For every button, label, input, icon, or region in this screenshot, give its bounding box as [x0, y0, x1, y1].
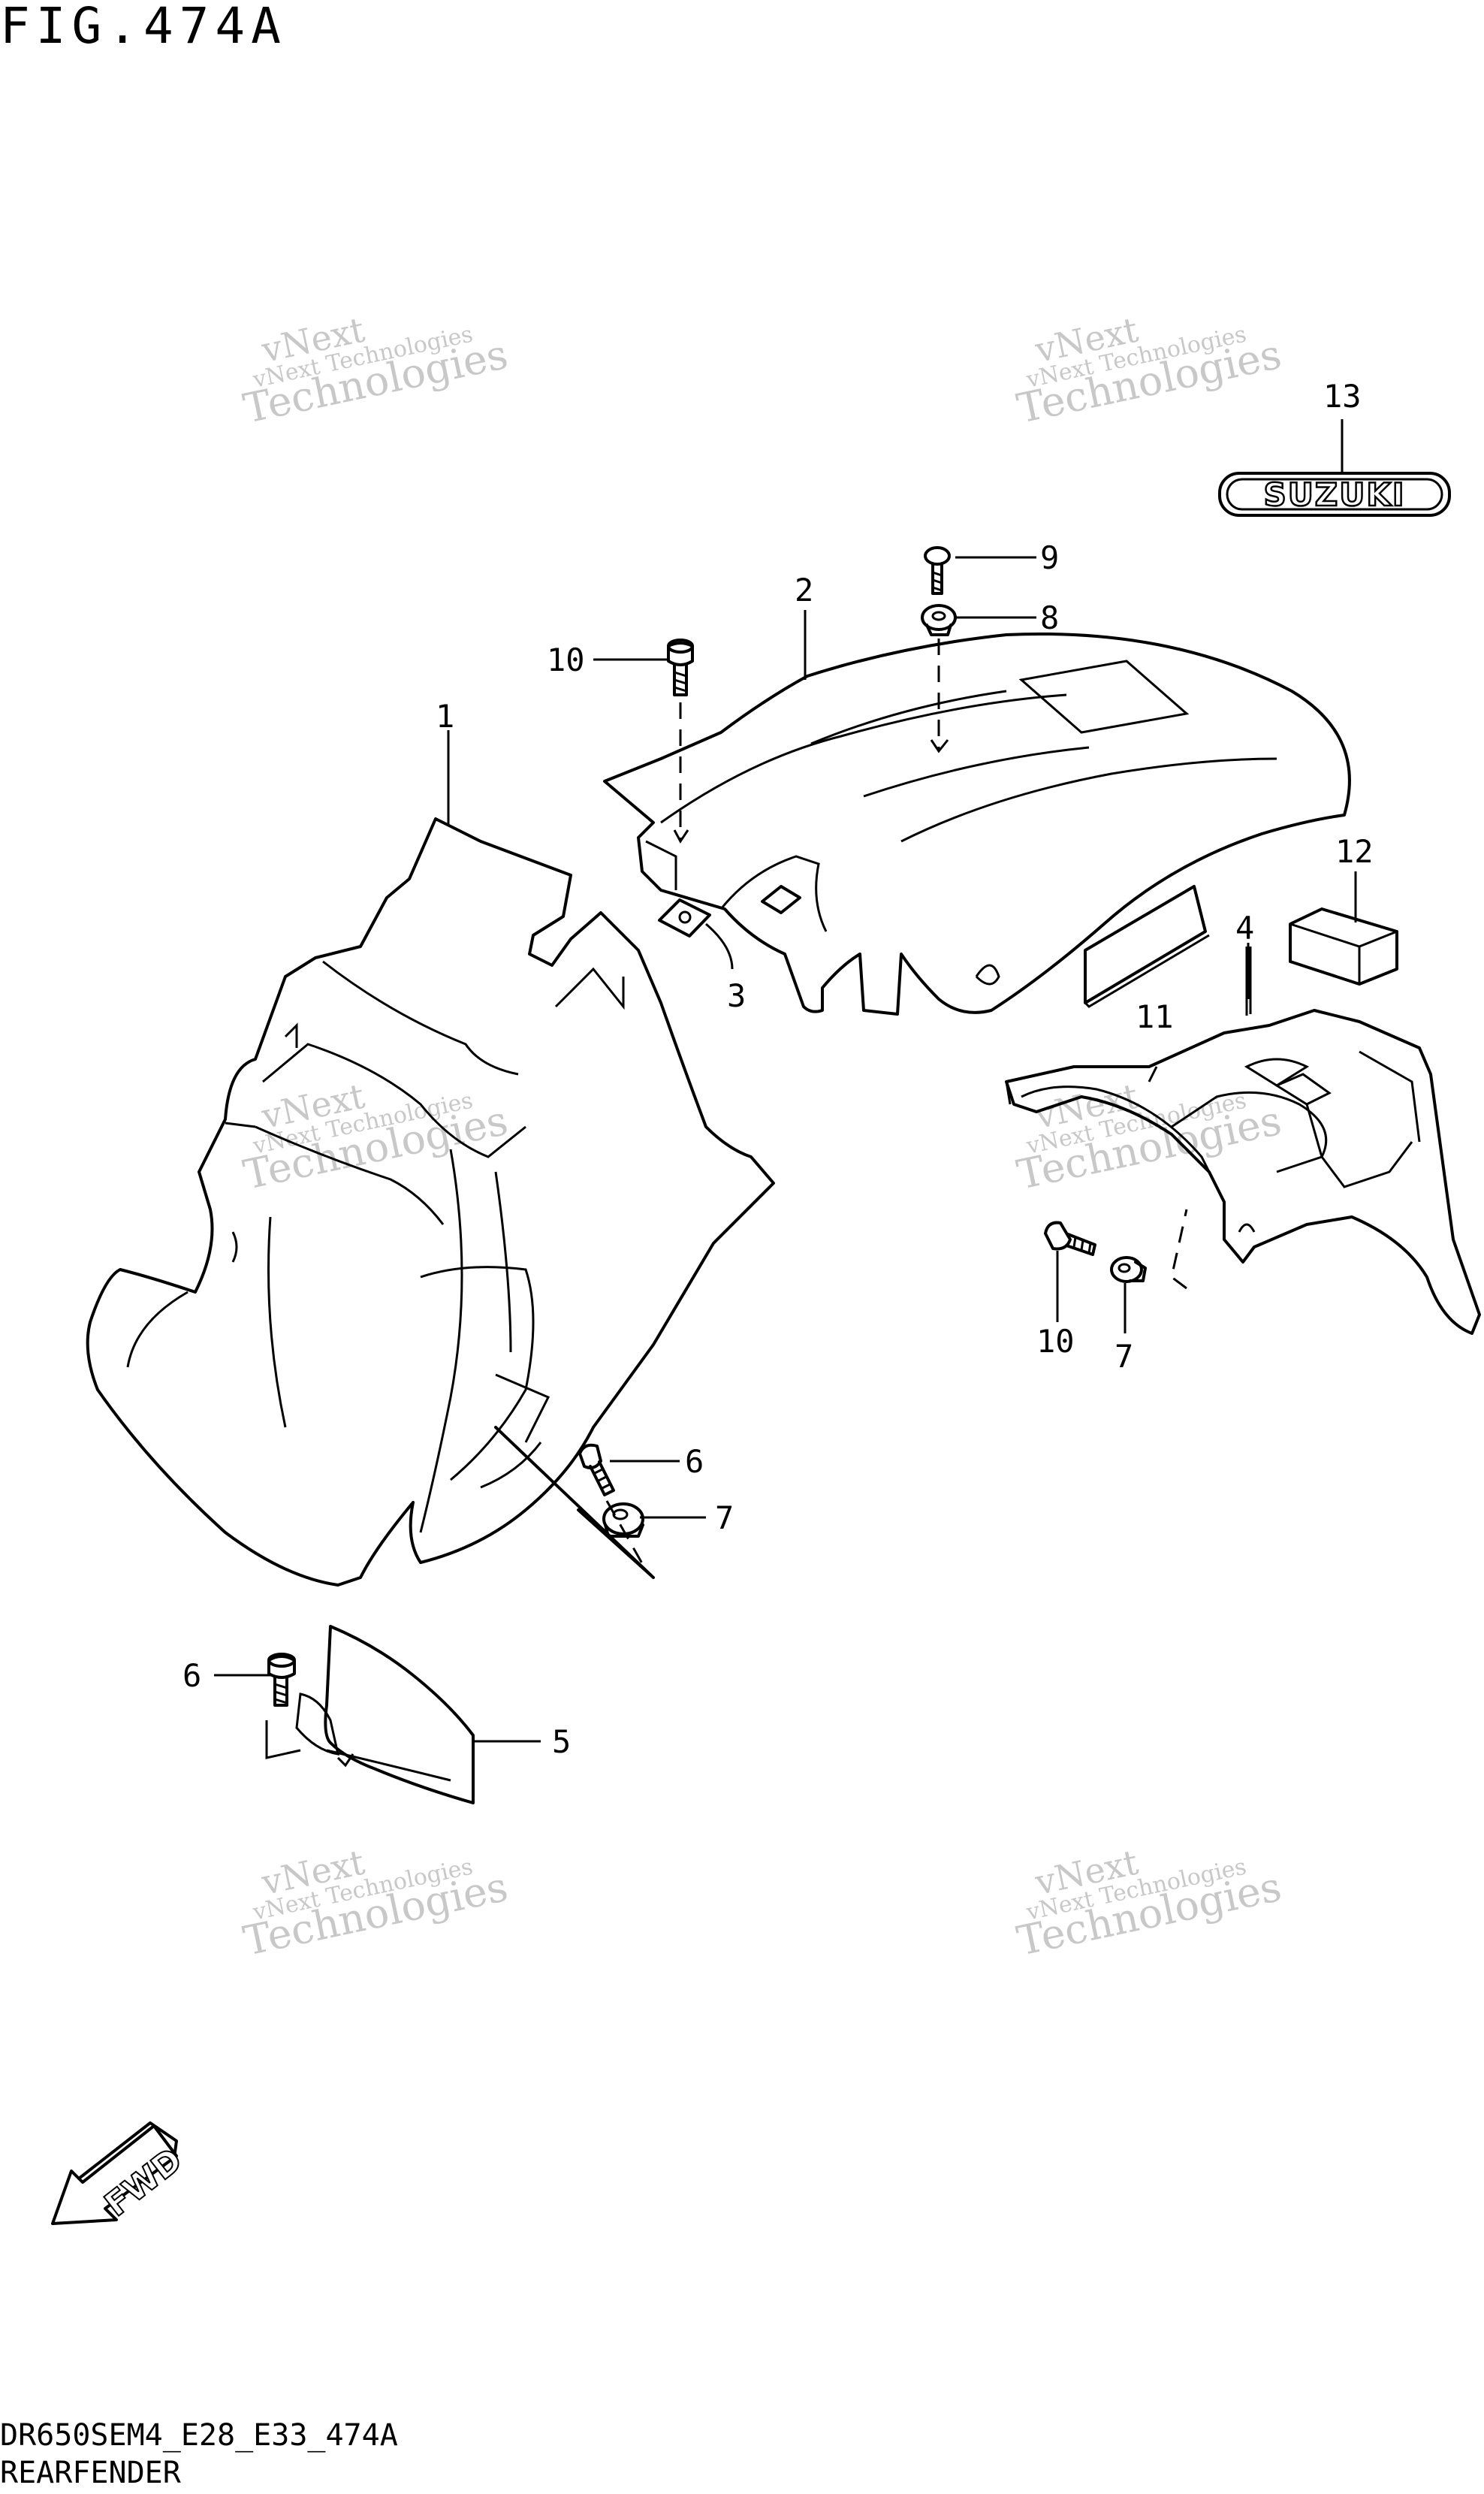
rear-fender-upper[interactable]: [603, 632, 1351, 1016]
assembly-lines: [265, 639, 1188, 1759]
callout-13: 13: [1323, 378, 1362, 415]
callout-1: 1: [436, 698, 454, 735]
callout-6-middle: 6: [685, 1443, 704, 1480]
callout-3: 3: [727, 977, 746, 1014]
watermark: vNext vNext Technologies Technologies: [1013, 1842, 1286, 1965]
figure-title: FIG.474A: [0, 0, 287, 55]
bolt-10-lower[interactable]: [1044, 1221, 1096, 1256]
watermark: vNext vNext Technologies Technologies: [240, 309, 512, 433]
section-name: REARFENDER: [0, 2456, 181, 2490]
callout-2: 2: [795, 572, 813, 608]
watermark: vNext vNext Technologies Technologies: [240, 1842, 512, 1965]
callout-8: 8: [1040, 599, 1059, 636]
callout-11: 11: [1136, 998, 1174, 1035]
fwd-arrow: FWD: [51, 2121, 190, 2225]
leader-lines: [214, 419, 1357, 1743]
bolt-10-upper[interactable]: [667, 639, 694, 696]
callout-6-lower: 6: [182, 1657, 201, 1694]
callout-10-upper: 10: [547, 642, 585, 678]
watermark: vNext vNext Technologies Technologies: [1013, 1076, 1286, 1199]
suzuki-emblem[interactable]: SUZUKI: [1218, 472, 1451, 517]
bolt-6-lower[interactable]: [267, 1653, 296, 1707]
model-code: DR650SEM4_E28_E33_474A: [0, 2418, 398, 2453]
mud-flap[interactable]: [295, 1625, 475, 1804]
rear-inner-fender[interactable]: [86, 817, 775, 1587]
callout-7-middle: 7: [715, 1499, 734, 1536]
cushion-block[interactable]: [1289, 907, 1398, 986]
svg-text:SUZUKI: SUZUKI: [1263, 476, 1405, 513]
bolt-6-middle[interactable]: [578, 1443, 615, 1496]
callout-7-right: 7: [1115, 1338, 1133, 1375]
watermark: vNext vNext Technologies Technologies: [1013, 309, 1286, 433]
callout-12: 12: [1335, 833, 1374, 870]
clip-nut[interactable]: [658, 885, 801, 938]
callout-9: 9: [1040, 539, 1059, 576]
callout-10-lower: 10: [1036, 1323, 1075, 1360]
washer-8[interactable]: [921, 604, 957, 636]
rear-fender-lower[interactable]: [1005, 1009, 1481, 1335]
callout-4: 4: [1235, 910, 1254, 947]
collar-7-right[interactable]: [1110, 1256, 1147, 1283]
callout-5: 5: [552, 1723, 571, 1760]
reflector[interactable]: [1084, 885, 1210, 1008]
watermark-group: vNext vNext Technologies Technologies vN…: [240, 309, 1286, 1965]
screw-9[interactable]: [924, 546, 951, 595]
callout-numbers: 1 2 3 4 5 6 6 7 7 8 9 10 10 11 12 13: [182, 378, 1374, 1760]
